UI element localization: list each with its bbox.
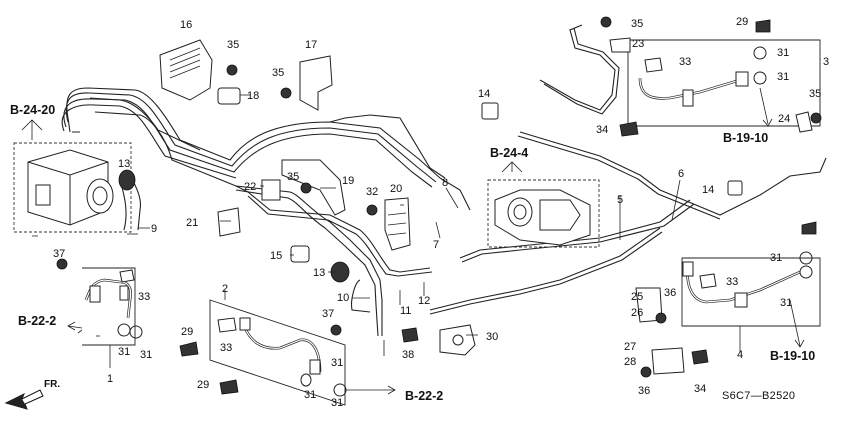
callout-number: 38	[402, 349, 414, 361]
callout-number: 35	[631, 18, 643, 30]
callout-number: 7	[433, 239, 439, 251]
callout-number: 29	[736, 16, 748, 28]
reference-label: B-19-10	[770, 349, 815, 363]
callout-number: 14	[702, 184, 714, 196]
callout-number: 31	[331, 357, 343, 369]
abs-modulator-unit	[13, 119, 132, 233]
leader-lines	[32, 58, 821, 395]
callout-number: 33	[679, 56, 691, 68]
callout-number: 1	[107, 373, 113, 385]
callout-number: 12	[418, 295, 430, 307]
callout-number: 36	[664, 287, 676, 299]
callout-number: 31	[780, 297, 792, 309]
callout-number: 30	[486, 331, 498, 343]
callout-number: 8	[442, 177, 448, 189]
direction-label: FR.	[44, 379, 60, 390]
callout-number: 21	[186, 217, 198, 229]
callout-number: 10	[337, 292, 349, 304]
callout-number: 31	[140, 349, 152, 361]
callout-number: 26	[631, 307, 643, 319]
callout-number: 33	[726, 276, 738, 288]
small-parts	[118, 37, 813, 375]
callout-number: 34	[694, 383, 706, 395]
callout-number: 28	[624, 356, 636, 368]
front-direction-arrow	[4, 389, 44, 410]
callout-number: 6	[678, 168, 684, 180]
callout-number: 29	[197, 379, 209, 391]
callout-number: 27	[624, 341, 636, 353]
callout-number: 23	[632, 38, 644, 50]
diagram-code: S6C7—B2520	[722, 390, 795, 402]
callout-number: 31	[118, 346, 130, 358]
callout-number: 32	[366, 186, 378, 198]
callout-number: 34	[596, 124, 608, 136]
callout-number: 25	[631, 291, 643, 303]
callout-number: 31	[777, 71, 789, 83]
center-hose-assembly	[209, 299, 347, 406]
right-rear-hose-upper	[627, 39, 821, 127]
callout-number: 36	[638, 385, 650, 397]
callout-number: 19	[342, 175, 354, 187]
callout-number: 33	[138, 291, 150, 303]
bolts-and-clips	[56, 16, 822, 395]
callout-number: 35	[809, 88, 821, 100]
callout-number: 33	[220, 342, 232, 354]
callout-number: 35	[227, 39, 239, 51]
reference-label: B-22-2	[405, 389, 443, 403]
callout-number: 13	[313, 267, 325, 279]
callout-numbers: 1 2 3 4 5 6 7 8 9 10 11 12 13 13 14 14 1…	[53, 16, 829, 409]
callout-number: 18	[247, 90, 259, 102]
right-rear-hose-lower	[681, 251, 821, 327]
reference-labels: B-24-20 B-24-4 B-19-10 B-19-10 B-22-2 B-…	[10, 103, 815, 403]
master-cylinder-proportioning-valve	[487, 161, 600, 248]
callout-number: 5	[617, 194, 623, 206]
callout-number: 16	[180, 19, 192, 31]
brake-pipe-bundle	[61, 24, 827, 337]
left-rear-hose-assembly	[82, 267, 143, 346]
callout-number: 15	[270, 250, 282, 262]
callout-number: 31	[304, 389, 316, 401]
callout-number: 9	[151, 223, 157, 235]
callout-number: 17	[305, 39, 317, 51]
callout-number: 11	[400, 305, 411, 317]
reference-label: B-24-4	[490, 146, 528, 160]
reference-label: B-22-2	[18, 314, 56, 328]
callout-number: 14	[478, 88, 490, 100]
callout-number: 31	[770, 252, 782, 264]
callout-number: 29	[181, 326, 193, 338]
reference-label: B-19-10	[723, 131, 768, 145]
callout-number: 20	[390, 183, 402, 195]
callout-number: 3	[823, 56, 829, 68]
callout-number: 31	[331, 397, 343, 409]
callout-number: 35	[272, 67, 284, 79]
callout-number: 13	[118, 158, 130, 170]
callout-number: 24	[778, 113, 790, 125]
reference-label: B-24-20	[10, 103, 55, 117]
callout-number: 37	[53, 248, 65, 260]
callout-number: 35	[287, 171, 299, 183]
callout-number: 31	[777, 47, 789, 59]
callout-number: 2	[222, 283, 228, 295]
callout-number: 22	[244, 181, 256, 193]
callout-number: 4	[737, 349, 743, 361]
callout-number: 37	[322, 308, 334, 320]
